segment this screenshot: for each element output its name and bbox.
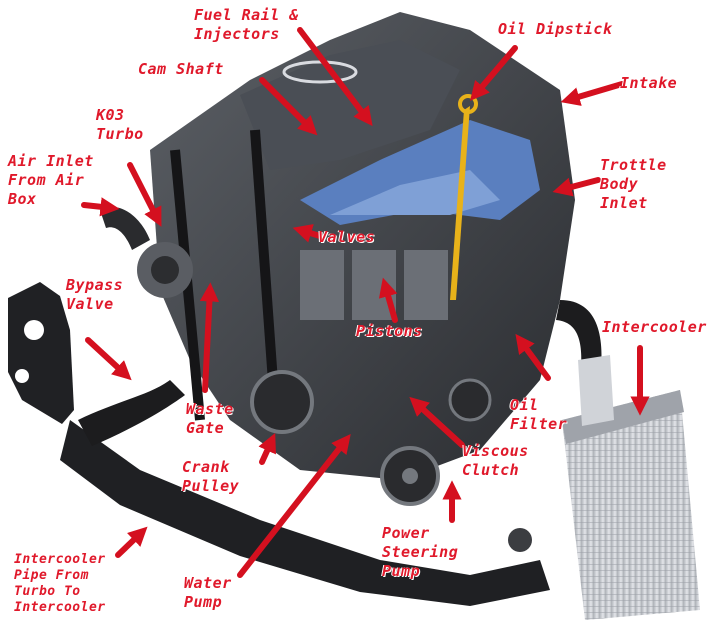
arrow-bypass-valve [85,337,132,381]
label-intercooler: Intercooler [602,318,707,336]
arrow-waste-gate [199,282,220,393]
arrow-oil-dipstick [470,45,518,101]
label-valves: Valves [318,228,376,246]
label-air-inlet: Air Inlet From Air Box [8,152,94,208]
intercooler-shape [562,355,700,620]
arrow-oil-filter [515,333,551,381]
arrow-k03-turbo [127,162,162,227]
oil-dipstick-shape [450,106,470,300]
label-pistons: Pistons [356,322,423,340]
arrow-crank-pulley [258,433,276,465]
arrow-water-pump [237,433,351,578]
label-waste-gate: Waste Gate [186,400,234,437]
engine-block [150,12,575,506]
label-fuel-rail-injectors: Fuel Rail & Injectors [194,6,299,43]
label-crank-pulley: Crank Pulley [182,458,240,495]
label-oil-filter: Oil Filter [510,396,568,433]
subframe [8,282,550,606]
label-bypass-valve: Bypass Valve [66,276,124,313]
label-cam-shaft: Cam Shaft [138,60,224,78]
arrow-pistons [378,277,398,323]
turbo-shape [100,206,193,298]
label-intake: Intake [620,74,678,92]
label-viscous-clutch: Viscous Clutch [462,442,529,479]
label-intercooler-pipe: Intercooler Pipe From Turbo To Intercool… [14,552,106,615]
arrow-throttle-body [552,177,601,197]
arrow-cam-shaft [259,77,318,136]
intercooler-pipe-shape [78,380,185,446]
annotation-arrows [81,27,650,578]
label-oil-dipstick: Oil Dipstick [498,20,613,38]
label-throttle-body-inlet: Trottle Body Inlet [600,156,667,212]
arrow-fuel-rail [297,27,373,127]
arrow-intake [560,81,625,106]
arrow-valves [292,224,323,243]
label-k03-turbo: K03 Turbo [96,106,144,143]
label-water-pump: Water Pump [184,574,232,611]
arrow-air-inlet [81,197,120,217]
label-power-steering-pump: Power Steering Pump [382,524,459,580]
arrow-viscous-clutch [409,396,465,448]
arrow-intercooler-pipe [115,526,148,558]
